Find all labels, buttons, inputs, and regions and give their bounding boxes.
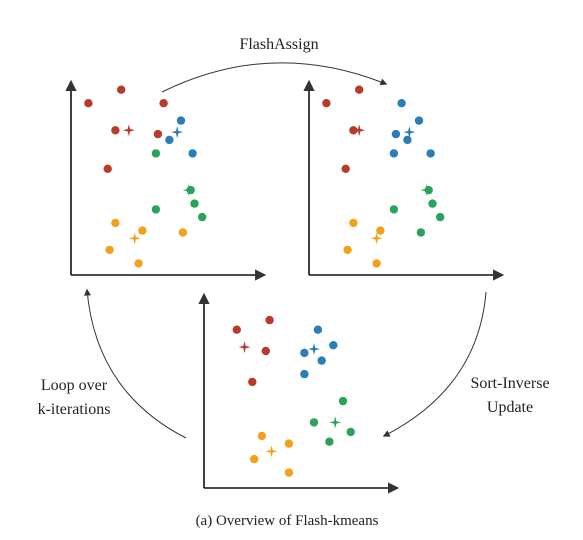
blue-point	[403, 135, 412, 145]
figure-caption: (a) Overview of Flash-kmeans	[196, 513, 379, 529]
green-point	[151, 149, 161, 158]
red-point	[341, 164, 350, 173]
orange-point	[372, 259, 381, 268]
red-point	[153, 129, 163, 139]
flashassign-label: FlashAssign	[239, 36, 318, 53]
blue-point	[414, 116, 424, 125]
orange-point	[178, 228, 188, 237]
blue-point	[389, 149, 399, 158]
red-centroid-star	[353, 124, 366, 137]
flashassign-arrow	[161, 62, 388, 93]
panel-top-left	[65, 79, 267, 281]
orange-point	[343, 245, 352, 255]
sort-inverse-update-arrow	[382, 291, 487, 437]
orange-point	[111, 218, 120, 228]
orange-centroid-star	[128, 232, 141, 245]
panel-bottom	[198, 292, 400, 494]
red-point	[103, 164, 112, 173]
red-point	[159, 99, 168, 108]
panel-top-right	[303, 79, 505, 281]
blue-point	[313, 325, 323, 334]
red-point	[355, 85, 364, 94]
red-point	[248, 377, 257, 387]
green-point	[338, 396, 348, 406]
green-point	[325, 437, 334, 446]
green-centroid-star	[182, 184, 195, 197]
green-point	[346, 427, 355, 437]
loop-arrow	[84, 288, 187, 439]
green-point	[198, 212, 207, 222]
orange-point	[250, 454, 259, 464]
green-point	[151, 205, 161, 214]
green-point	[436, 212, 445, 222]
blue-centroid-star	[308, 343, 321, 356]
red-point	[117, 85, 126, 94]
orange-centroid-star	[370, 232, 383, 245]
blue-centroid-star	[403, 126, 416, 139]
green-point	[416, 228, 426, 237]
green-centroid-star	[420, 184, 433, 197]
orange-point	[349, 218, 358, 228]
blue-point	[426, 149, 435, 158]
loop-over-label: Loop over	[41, 377, 108, 394]
sort-inverse-label: Sort-Inverse	[470, 375, 549, 392]
green-point	[389, 205, 399, 214]
green-centroid-star	[329, 416, 342, 429]
green-point	[190, 199, 199, 208]
blue-point	[397, 99, 406, 108]
red-point	[84, 99, 93, 108]
red-point	[322, 99, 331, 108]
red-centroid-star	[238, 341, 251, 354]
red-point	[265, 315, 274, 325]
blue-point	[329, 341, 338, 350]
blue-point	[176, 116, 186, 125]
blue-point	[300, 348, 309, 358]
k-iterations-label: k-iterations	[38, 401, 111, 418]
red-point	[232, 325, 241, 334]
orange-point	[105, 245, 114, 255]
blue-point	[300, 369, 309, 379]
orange-point	[284, 468, 294, 477]
orange-point	[134, 259, 143, 268]
orange-point	[138, 226, 147, 235]
red-centroid-star	[122, 124, 135, 137]
blue-point	[188, 149, 197, 158]
orange-point	[284, 439, 294, 448]
green-point	[428, 199, 437, 208]
orange-point	[257, 431, 267, 441]
green-point	[309, 418, 319, 427]
orange-centroid-star	[265, 445, 278, 458]
blue-point	[391, 129, 401, 139]
red-point	[111, 126, 120, 135]
orange-point	[376, 226, 385, 235]
blue-centroid-star	[171, 126, 184, 139]
blue-point	[317, 356, 326, 365]
update-label: Update	[487, 399, 533, 416]
red-point	[261, 346, 270, 356]
blue-point	[165, 135, 174, 145]
